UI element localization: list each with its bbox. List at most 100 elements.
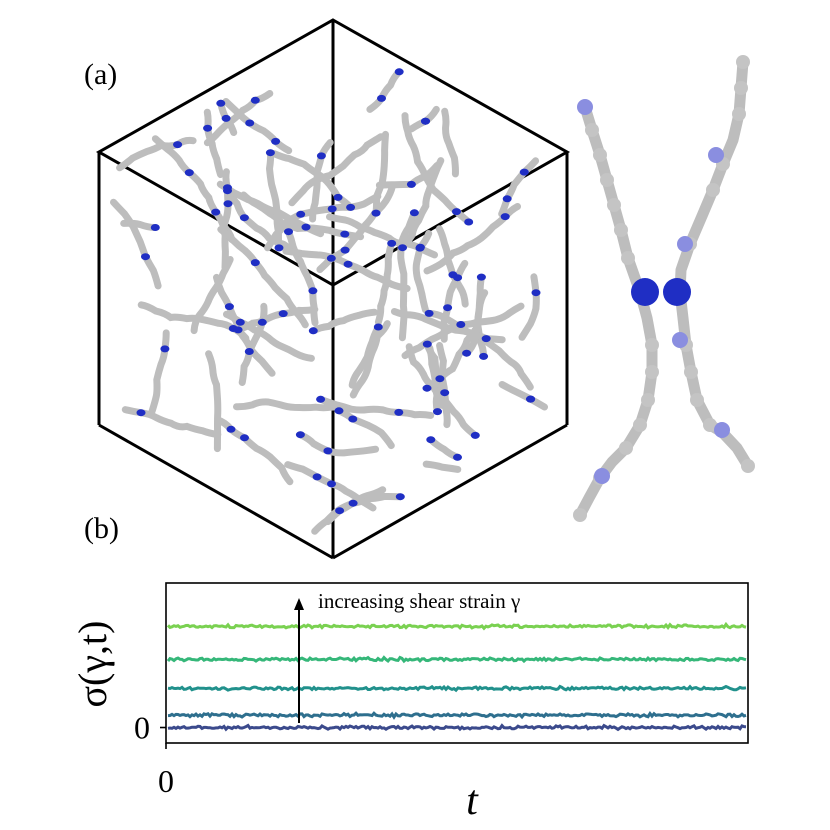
crosslink-bead bbox=[424, 309, 434, 317]
crosslink-bead bbox=[136, 409, 146, 417]
crosslink-bead bbox=[274, 244, 284, 252]
monomer-bead bbox=[614, 223, 628, 237]
crosslink-bead bbox=[433, 408, 442, 416]
monomer-bead bbox=[645, 338, 659, 352]
crosslinks bbox=[136, 68, 541, 515]
chain-b bbox=[674, 56, 754, 472]
crosslink-bead bbox=[340, 230, 350, 238]
crosslink-bead bbox=[257, 318, 267, 326]
polymer-chain bbox=[151, 135, 236, 244]
box-edge-bottom-right bbox=[332, 423, 568, 560]
crosslink-bead bbox=[245, 119, 255, 127]
monomer-bead bbox=[585, 123, 599, 137]
monomer-bead bbox=[621, 251, 635, 265]
crosslink-bead bbox=[326, 254, 336, 262]
polymer-chain bbox=[309, 308, 378, 335]
crosslink-bead bbox=[526, 395, 536, 403]
crosslink-bead bbox=[327, 205, 337, 213]
crosslink-bead bbox=[223, 184, 232, 192]
monomer-bead bbox=[607, 198, 621, 212]
polymer-chain bbox=[426, 344, 441, 416]
crosslink-bead bbox=[377, 94, 386, 102]
polymer-chain bbox=[148, 329, 170, 415]
polymer-chain bbox=[463, 289, 489, 357]
sticker-bead bbox=[708, 147, 724, 163]
x-tick-label: 0 bbox=[158, 763, 174, 799]
crosslink-bead bbox=[224, 303, 234, 311]
series-line-4 bbox=[166, 621, 747, 631]
polymer-chain bbox=[217, 225, 309, 329]
polymer-chain bbox=[349, 320, 391, 399]
crosslink-bead bbox=[308, 327, 318, 335]
crosslink-bead bbox=[464, 218, 474, 226]
crosslink-bead bbox=[265, 149, 275, 157]
polymer-chain bbox=[296, 431, 380, 457]
crosslink-bead bbox=[284, 228, 293, 236]
crosslink-bead bbox=[239, 214, 249, 222]
polymer-chain bbox=[335, 407, 395, 450]
series-line-3 bbox=[166, 655, 747, 664]
crosslink-bead bbox=[340, 246, 350, 254]
crosslink-bead bbox=[141, 253, 150, 261]
crosslink-bead bbox=[343, 260, 353, 268]
crosslink-bead bbox=[395, 493, 405, 501]
polymer-chain bbox=[366, 68, 403, 113]
crosslink-bead bbox=[387, 239, 397, 247]
series-line-2 bbox=[167, 684, 747, 693]
crosslink-bead bbox=[226, 425, 236, 433]
polymer-chain bbox=[405, 343, 479, 439]
crosslink-bead bbox=[422, 340, 432, 348]
crosslink-bead bbox=[278, 310, 288, 318]
chain-a bbox=[574, 101, 658, 521]
polymer-chain bbox=[427, 436, 461, 461]
crosslink-bead bbox=[335, 507, 345, 515]
panel-a-label: (a) bbox=[84, 58, 117, 91]
crosslink-bead bbox=[223, 200, 233, 208]
series-line-1 bbox=[167, 711, 747, 720]
crosslink-bead bbox=[519, 168, 529, 176]
polymer-chain bbox=[203, 108, 224, 178]
sticker-bead bbox=[672, 332, 688, 348]
crosslink-bead bbox=[211, 208, 221, 216]
sticker-bead bbox=[677, 236, 693, 252]
crosslink-bead bbox=[250, 96, 260, 104]
polymer-chain bbox=[224, 187, 301, 258]
crosslink-bead bbox=[479, 352, 489, 360]
polymer-chain bbox=[234, 305, 319, 334]
crosslink-bead bbox=[394, 408, 404, 416]
polymer-chain bbox=[285, 228, 319, 327]
crosslink-bead-left bbox=[631, 278, 659, 306]
crosslink-bead bbox=[531, 289, 541, 297]
polymer-chain bbox=[110, 198, 162, 290]
monomer-bead bbox=[684, 365, 698, 379]
monomer-bead bbox=[706, 183, 720, 197]
crosslink-bead bbox=[316, 395, 326, 403]
monomer-bead bbox=[619, 441, 633, 455]
crosslink-bead bbox=[462, 349, 472, 357]
crosslinked-chain-pair bbox=[573, 55, 755, 522]
sticker-bead bbox=[577, 99, 593, 115]
crosslink-bead bbox=[323, 447, 333, 455]
crosslink-bead bbox=[371, 209, 381, 217]
polymer-chains bbox=[110, 68, 548, 535]
crosslink-bead bbox=[398, 244, 407, 252]
x-axis-label: t bbox=[466, 778, 479, 824]
crosslink-bead bbox=[216, 99, 226, 107]
monomer-bead bbox=[573, 508, 587, 522]
polymer-chain bbox=[265, 149, 283, 252]
crosslink-bead bbox=[327, 480, 336, 488]
crosslink-bead bbox=[233, 326, 243, 334]
crosslink-bead bbox=[470, 431, 480, 439]
monomer-bead bbox=[593, 148, 607, 162]
monomer-bead bbox=[641, 393, 655, 407]
crosslink-bead bbox=[312, 473, 322, 481]
crosslink-bead bbox=[448, 271, 458, 279]
polymer-chain bbox=[205, 350, 222, 453]
crosslink-bead bbox=[173, 141, 183, 149]
stress-chart: 0 0 t σ(γ,t) increasing shear strain γ bbox=[70, 582, 749, 824]
monomer-bead bbox=[600, 173, 614, 187]
sticker-bead bbox=[714, 422, 730, 438]
polymer-chain bbox=[498, 157, 540, 218]
polymer-chain bbox=[372, 130, 389, 217]
crosslink-bead bbox=[203, 124, 213, 132]
